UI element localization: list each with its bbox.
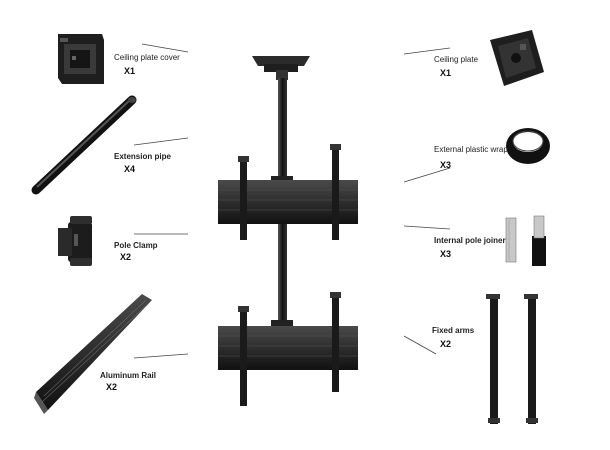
ceiling-plate-label: Ceiling plate: [434, 55, 479, 64]
assembled-mount-image: [218, 56, 358, 406]
external-plastic-wrap-image: [506, 128, 550, 164]
fixed-arms-label: Fixed arms: [432, 326, 475, 335]
aluminum-rail-image: [34, 294, 152, 414]
ceiling-plate-image: [490, 30, 544, 86]
ceiling-plate-cover-label: Ceiling plate cover: [114, 53, 180, 62]
aluminum-rail-qty: X2: [106, 382, 118, 392]
lower-rail-assembly: [218, 292, 358, 406]
internal-pole-joiner-image: [505, 215, 546, 266]
leader-ceiling-plate: [403, 47, 451, 55]
fixed-arms-qty: X2: [440, 339, 452, 349]
leader-lines: [133, 43, 451, 359]
internal-pole-joiner-qty: X3: [440, 249, 452, 259]
leader-fixed-arms: [403, 335, 437, 355]
leader-aluminum-rail: [133, 353, 189, 359]
ceiling-plate-cover-qty: X1: [124, 66, 136, 76]
pole-clamp-qty: X2: [120, 252, 132, 262]
leader-ceiling-plate-cover: [141, 43, 189, 53]
external-plastic-wrap-qty: X3: [440, 160, 452, 170]
upper-rail-assembly: [218, 144, 358, 240]
internal-pole-joiner-label: Internal pole joiner: [434, 236, 506, 245]
ceiling-plate-cover-image: [58, 34, 104, 84]
leader-extension-pipe: [133, 137, 189, 146]
extension-pipe-qty: X4: [124, 164, 136, 174]
aluminum-rail-label: Aluminum Rail: [100, 371, 157, 380]
leader-external-plastic-wrap: [403, 167, 451, 183]
pole-clamp-image: [58, 216, 92, 266]
fixed-arms-image: [486, 294, 538, 424]
ceiling-plate-qty: X1: [440, 68, 452, 78]
leader-internal-pole-joiner: [403, 225, 451, 230]
extension-pipe-label: Extension pipe: [114, 152, 171, 161]
pole-clamp-label: Pole Clamp: [114, 241, 158, 250]
extension-pipe-image: [31, 95, 137, 195]
external-plastic-wrap-label: External plastic wrap: [434, 145, 508, 154]
